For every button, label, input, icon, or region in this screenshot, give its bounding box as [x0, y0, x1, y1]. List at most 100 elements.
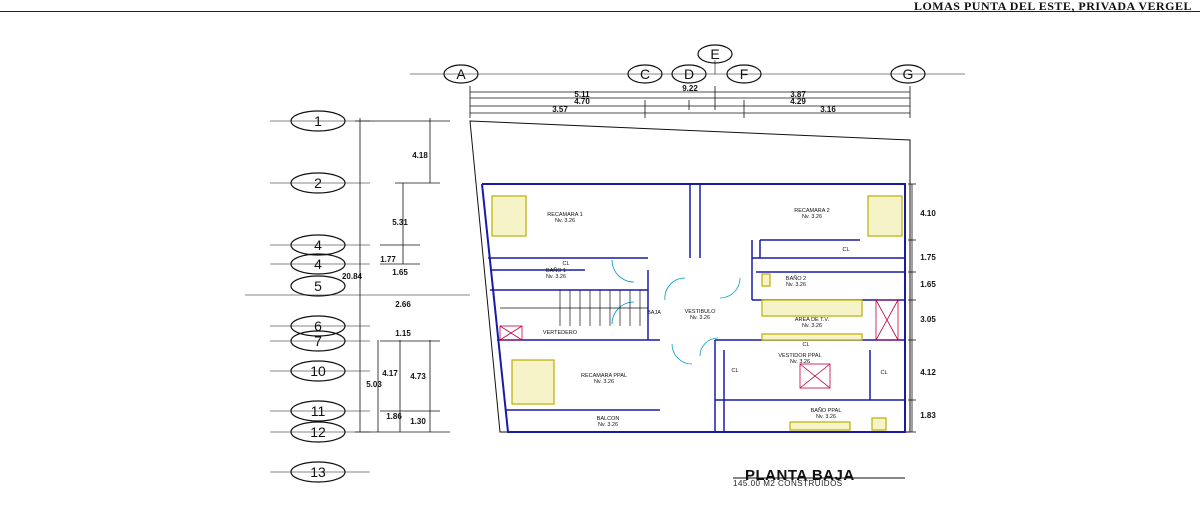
row-axis-10	[290, 360, 346, 382]
row-axis-label-4b: 4	[314, 256, 322, 272]
door-swings	[611, 259, 741, 365]
dim-left-2: 5.31	[392, 218, 408, 227]
hatch-marks	[499, 299, 899, 389]
room-area-tv: AREA DE T.V.	[795, 317, 830, 323]
column-axis-label-E: E	[710, 46, 719, 62]
dim-top-4: 4.29	[790, 97, 806, 106]
toilet-bano-ppal	[871, 417, 887, 431]
row-axis-12	[290, 421, 346, 443]
column-axes	[410, 44, 965, 84]
column-axis-label-G: G	[903, 66, 914, 82]
dim-right-6: 1.83	[920, 411, 936, 420]
dim-left-10: 1.86	[386, 412, 402, 421]
row-axis-2	[290, 172, 346, 194]
room-vestibulo: VESTIBULO	[685, 309, 717, 315]
row-axis-6	[290, 315, 346, 337]
column-axis-E	[697, 44, 733, 64]
room-recamara-2-level: Nv. 3.26	[802, 214, 822, 220]
room-bano-1-level: Nv. 3.26	[546, 274, 566, 280]
row-axis-label-6: 6	[314, 318, 322, 334]
project-title: LOMAS PUNTA DEL ESTE, PRIVADA VERGEL	[913, 0, 1192, 13]
room-recamara-2: RECAMARA 2	[794, 208, 829, 214]
room-vestidor-ppal-level: Nv. 3.26	[790, 359, 810, 365]
row-axis-label-1: 1	[314, 113, 322, 129]
room-vestidor-ppal: VESTIDOR PPAL	[778, 353, 821, 359]
column-axis-label-A: A	[456, 66, 466, 82]
tv-unit	[761, 333, 863, 341]
room-recamara-1: RECAMARA 1	[547, 212, 582, 218]
room-bano-1: BAÑO 1	[546, 267, 566, 274]
row-axis-4a	[290, 234, 346, 256]
furniture	[491, 195, 903, 431]
row-axis-5	[290, 275, 346, 297]
column-axis-A	[443, 64, 479, 84]
row-axis-7	[290, 330, 346, 352]
bed-recamara-2	[867, 195, 903, 237]
room-recamara-1-level: Nv. 3.26	[555, 218, 575, 224]
dim-right-2: 1.75	[920, 253, 936, 262]
dim-left-5: 2.66	[395, 300, 411, 309]
room-recamara-ppal: RECAMARA PPAL	[581, 373, 627, 379]
left-dimension-lines	[355, 118, 450, 433]
room-cl-left: CL	[562, 261, 569, 267]
row-axis-label-4a: 4	[314, 237, 322, 253]
column-axis-G	[890, 64, 926, 84]
column-axis-label-C: C	[640, 66, 650, 82]
room-cl-vestidor-left: CL	[731, 368, 738, 374]
dim-right-5: 4.12	[920, 368, 936, 377]
row-axis-1	[290, 110, 346, 132]
row-axis-label-11: 11	[311, 403, 326, 419]
dim-left-11: 1.30	[410, 417, 426, 426]
room-bano-2-level: Nv. 3.26	[786, 282, 806, 288]
row-axis-label-13: 13	[310, 464, 326, 480]
right-dimension-lines	[908, 183, 916, 433]
room-area-tv-level: Nv. 3.26	[802, 323, 822, 329]
dim-right-1: 4.10	[920, 209, 936, 218]
room-balcon: BALCON	[597, 416, 620, 422]
row-axis-label-7: 7	[314, 333, 322, 349]
dim-top-2: 3.87	[790, 90, 806, 99]
row-axis-label-10: 10	[310, 363, 326, 379]
room-bano-ppal: BAÑO PPAL	[811, 407, 842, 414]
room-cl-right: CL	[842, 247, 849, 253]
dim-left-7: 4.17	[382, 369, 398, 378]
top-dimension-lines	[469, 86, 911, 118]
row-axis-label-5: 5	[314, 278, 322, 294]
room-recamara-ppal-level: Nv. 3.26	[594, 379, 614, 385]
dim-left-total: 20.84	[342, 272, 363, 281]
dim-left-6: 1.15	[395, 329, 411, 338]
dim-top-6: 3.16	[820, 105, 836, 114]
row-axis-4b	[290, 253, 346, 275]
dim-left-8: 4.73	[410, 372, 426, 381]
room-bano-ppal-level: Nv. 3.26	[816, 414, 836, 420]
header-rule	[0, 11, 1200, 12]
room-bano-2: BAÑO 2	[786, 275, 806, 282]
bed-recamara-ppal	[511, 359, 555, 405]
dim-left-3: 1.77	[380, 255, 396, 264]
dim-top-5: 3.57	[552, 105, 568, 114]
room-baja: BAJA	[647, 310, 661, 316]
plan-subtitle: 145.00 M2 CONSTRUIDOS	[733, 479, 843, 488]
toilet-bano-2	[761, 273, 771, 287]
dim-right-4: 3.05	[920, 315, 936, 324]
column-axis-C	[627, 64, 663, 84]
room-balcon-level: Nv. 3.26	[598, 422, 618, 428]
vanity-bano-ppal	[789, 421, 851, 431]
column-axis-label-D: D	[684, 66, 694, 82]
plan-title: PLANTA BAJA	[745, 467, 855, 484]
row-axes	[245, 110, 470, 483]
room-vestibulo-level: Nv. 3.26	[690, 315, 710, 321]
dim-top-1: 5.11	[574, 90, 590, 99]
column-axis-D	[671, 64, 707, 84]
row-axis-13	[290, 461, 346, 483]
dim-top-3: 4.70	[574, 97, 590, 106]
column-axis-label-F: F	[740, 66, 749, 82]
exterior-walls	[481, 183, 906, 433]
row-axis-label-12: 12	[310, 424, 326, 440]
dim-top-total: 9.22	[682, 84, 698, 93]
room-cl-vestidor-right: CL	[880, 370, 887, 376]
sofa-area-tv	[761, 299, 863, 317]
column-axis-F	[726, 64, 762, 84]
stairs	[500, 290, 648, 326]
